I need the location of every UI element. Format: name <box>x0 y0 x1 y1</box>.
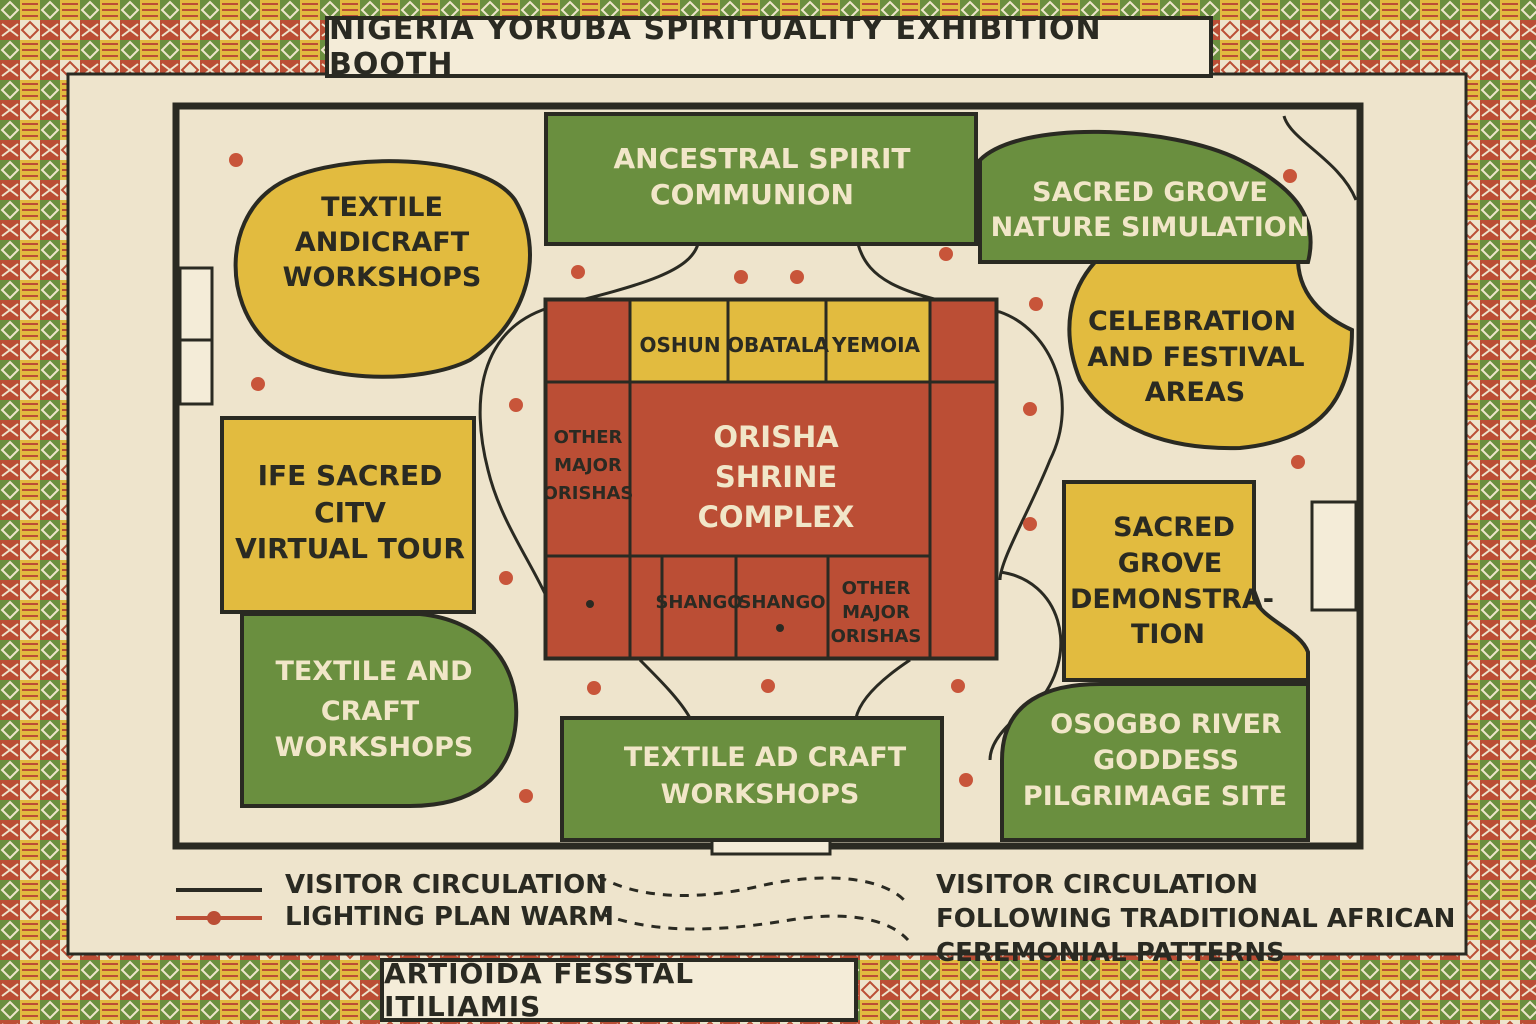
zone-label: TEXTILE AND <box>275 656 472 687</box>
legend-ceremonial-path <box>601 912 910 942</box>
shrine-marker <box>586 600 594 608</box>
zone-label: SACRED GROVE <box>1032 177 1268 208</box>
circulation-paths <box>478 115 1358 761</box>
zone-textile-handicraft[interactable]: TEXTILE ANDICRAFT WORKSHOPS <box>233 159 532 379</box>
legend-ceremonial-path <box>597 874 906 902</box>
alcove-yemoia-label: YEMOIA <box>831 333 920 357</box>
zone-textile-craft-left[interactable]: TEXTILE AND CRAFT WORKSHOPS <box>240 612 519 808</box>
legend-note: VISITOR CIRCULATION FOLLOWING TRADITIONA… <box>936 868 1455 970</box>
shrine-center-label: ORISHA <box>713 420 839 454</box>
shrine-marker <box>776 624 784 632</box>
legend-note-line: CEREMONIAL PATTERNS <box>936 938 1285 968</box>
zone-label: SACRED <box>1113 512 1235 543</box>
entrance-door <box>710 838 832 856</box>
legend-note-line: VISITOR CIRCULATION <box>936 870 1259 900</box>
zone-label: AND FESTIVAL <box>1087 342 1304 373</box>
zone-label: IFE SACRED <box>258 459 443 492</box>
zone-label: CELEBRATION <box>1088 306 1296 337</box>
footer-label: ARTIOIDA FESSTAL ITILIAMIS <box>380 957 858 1023</box>
zone-label: WORKSHOPS <box>661 779 860 810</box>
zone-label: OSOGBO RIVER <box>1050 709 1282 740</box>
shrine-center-label: SHRINE <box>715 460 837 494</box>
zone-label: ANCESTRAL SPIRIT <box>613 142 910 175</box>
zone-label: TEXTILE <box>321 192 443 223</box>
alcove-shango-label: SHANGO <box>655 592 742 613</box>
zone-label: AREAS <box>1145 377 1245 408</box>
alcove-other-label: OTHER <box>842 578 911 599</box>
alcove-left-label: OTHER <box>554 427 623 448</box>
legend-label-circulation: VISITOR CIRCULATION <box>285 870 608 900</box>
zone-sacred-grove-demonstration[interactable]: SACRED GROVE DEMONSTRA- TION <box>1062 480 1310 682</box>
alcove-other-label: ORISHAS <box>831 626 922 647</box>
alcove-other-label: MAJOR <box>842 602 910 623</box>
zone-osogbo-river-goddess[interactable]: OSOGBO RIVER GODDESS PILGRIMAGE SITE <box>1000 682 1310 842</box>
zone-label: COMMUNION <box>650 178 854 211</box>
legend <box>176 874 910 942</box>
alcove-left-label: ORISHAS <box>543 483 634 504</box>
zone-label: CITV <box>314 496 386 529</box>
zone-label: TION <box>1131 619 1205 650</box>
side-door-left <box>178 266 214 406</box>
zone-textile-craft-bottom[interactable]: TEXTILE AD CRAFT WORKSHOPS <box>560 716 944 842</box>
zone-label: ANDICRAFT <box>295 227 470 258</box>
alcove-shango-label: SHANGO <box>738 592 825 613</box>
orisha-shrine-complex[interactable]: OSHUN OBATALA YEMOIA OTHER MAJOR ORISHAS… <box>543 297 999 661</box>
zone-label: GODDESS <box>1093 745 1239 776</box>
zone-label: DEMONSTRA- <box>1070 584 1274 615</box>
zone-label: WORKSHOPS <box>275 732 474 763</box>
shrine-center-label: COMPLEX <box>698 500 855 534</box>
alcove-left-label: MAJOR <box>554 455 622 476</box>
zone-celebration-festival[interactable]: CELEBRATION AND FESTIVAL AREAS <box>1067 260 1355 451</box>
legend-label-lighting: LIGHTING PLAN WARM <box>285 902 614 932</box>
legend-note-line: FOLLOWING TRADITIONAL AFRICAN <box>936 904 1456 934</box>
side-door-right <box>1310 500 1358 612</box>
shrine-bottom-alcoves: SHANGO SHANGO OTHER MAJOR ORISHAS <box>655 554 932 660</box>
legend-lighting-swatch <box>176 911 262 925</box>
zone-label: VIRTUAL TOUR <box>235 532 465 565</box>
zone-label: CRAFT <box>321 696 420 727</box>
zone-label: WORKSHOPS <box>283 262 482 293</box>
zone-label: TEXTILE AD CRAFT <box>624 742 907 773</box>
alcove-obatala-label: OBATALA <box>727 333 829 357</box>
page-title: NIGERIA YORUBA SPIRITUALITY EXHIBITION B… <box>325 12 1213 82</box>
zone-label: PILGRIMAGE SITE <box>1023 781 1287 812</box>
zone-label: GROVE <box>1118 548 1223 579</box>
zone-sacred-grove-nature[interactable]: SACRED GROVE NATURE SIMULATION <box>978 129 1313 264</box>
shrine-top-alcoves: OSHUN OBATALA YEMOIA <box>628 298 932 384</box>
zone-ife-sacred-city[interactable]: IFE SACRED CITV VIRTUAL TOUR <box>220 416 476 614</box>
zone-ancestral-spirit-communion[interactable]: ANCESTRAL SPIRIT COMMUNION <box>544 112 978 246</box>
alcove-oshun-label: OSHUN <box>639 333 720 357</box>
zone-label: NATURE SIMULATION <box>991 212 1310 243</box>
lighting-points <box>229 153 1305 803</box>
